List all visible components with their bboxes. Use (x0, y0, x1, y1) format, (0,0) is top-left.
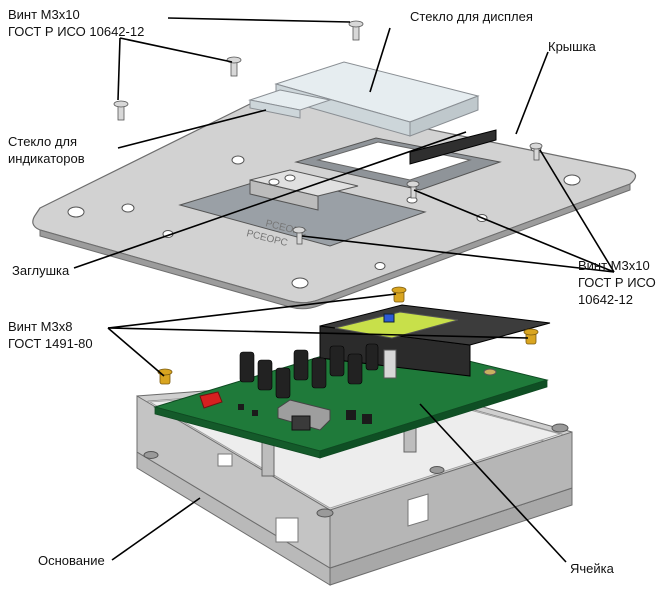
label-plug: Заглушка (12, 263, 70, 278)
screws-m3x8 (157, 286, 539, 385)
label-screw-right-line2: ГОСТ Р ИСО (578, 275, 656, 290)
lid-plate: РСЕОРС РСЕОРС (32, 96, 637, 310)
screws-m3x10 (113, 20, 543, 245)
leader-lines (73, 17, 615, 563)
label-indicator-glass-line2: индикаторов (8, 151, 85, 166)
label-screw-right-line1: Винт М3х10 (578, 258, 650, 273)
label-base: Основание (38, 553, 105, 568)
label-screw-m3x8-line2: ГОСТ 1491-80 (8, 336, 93, 351)
label-indicator-glass-line1: Стекло для (8, 134, 78, 149)
label-screw-top-line1: Винт М3х10 (8, 7, 80, 22)
label-indicator-glass: Стекло для индикаторов (8, 133, 85, 167)
tactile-buttons (239, 343, 379, 399)
label-screw-m3x8: Винт М3х8 ГОСТ 1491-80 (8, 318, 93, 352)
indicator-glass (248, 89, 332, 119)
label-screw-right-line3: 10642-12 (578, 292, 633, 307)
label-lid: Крышка (548, 39, 596, 54)
label-screw-right: Винт М3х10 ГОСТ Р ИСО 10642-12 (578, 257, 656, 308)
label-screw-m3x8-line1: Винт М3х8 (8, 319, 73, 334)
label-screw-top-line2: ГОСТ Р ИСО 10642-12 (8, 24, 145, 39)
label-display-glass: Стекло для дисплея (410, 9, 533, 24)
label-cell: Ячейка (570, 561, 614, 576)
label-screw-top: Винт М3х10 ГОСТ Р ИСО 10642-12 (8, 6, 144, 40)
